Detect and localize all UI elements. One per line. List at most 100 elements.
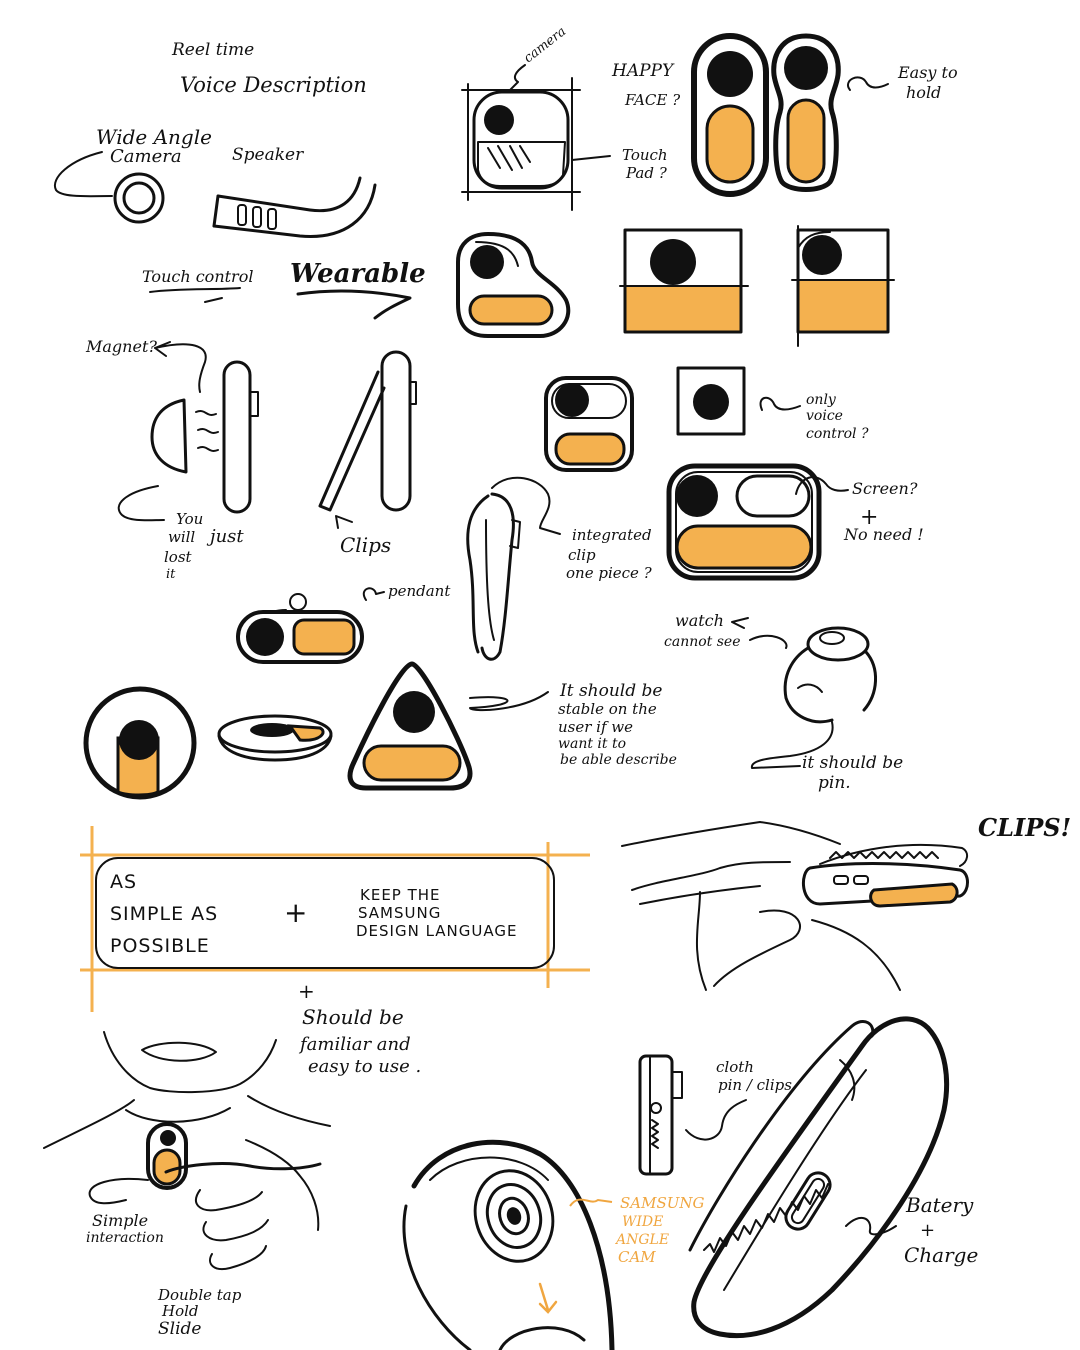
touch-underline-2 [204, 297, 223, 303]
puck-camera [250, 723, 294, 737]
screen-device-touchpad [675, 524, 813, 570]
closeup-lens-glass [498, 1196, 530, 1236]
integrated-clip-tab [509, 519, 521, 549]
pill-device-1-camera [707, 51, 753, 97]
person-collar [125, 1107, 231, 1123]
triangle-device-touchpad [362, 744, 462, 782]
cloth-pin-teeth [651, 1119, 659, 1149]
hand-index-finger [164, 1162, 322, 1174]
integrated-clip-seam [485, 519, 495, 641]
familiar-line-3: easy to use . [308, 1056, 421, 1077]
note-camera: Camera [110, 146, 182, 167]
note-real-time: Reel time [171, 40, 254, 60]
note-interaction: interaction [86, 1230, 164, 1246]
familiar-notes: + Should be familiar and easy to use . [298, 979, 421, 1077]
battery-charge-port [784, 1171, 832, 1231]
familiar-line-1: Should be [302, 1005, 404, 1029]
pendant-loop [289, 593, 307, 611]
battery-clip-sketch: Batery + Charge [688, 1016, 978, 1339]
magnet-half-disc [150, 398, 188, 474]
pill-device-1-touchpad [705, 104, 755, 184]
note-touch: Touch [622, 146, 668, 164]
note-stable-2: stable on the [558, 700, 657, 718]
closeup-body-left [402, 1204, 472, 1350]
touch-underline [149, 287, 241, 293]
note-stable-3: user if we [558, 718, 633, 736]
pill-device-2-camera [784, 46, 828, 90]
note-battery-plus: + [920, 1220, 935, 1241]
note-stable-1: It should be [559, 681, 662, 701]
note-clips: Clips [340, 533, 391, 557]
watch-arrow [749, 634, 788, 649]
closeup-touchpad-top [498, 1326, 586, 1350]
box-keep-2: SAMSUNG [358, 904, 441, 922]
small-device-a-touchpad [554, 432, 626, 466]
clips-arrow [335, 515, 353, 529]
note-speaker: Speaker [232, 145, 304, 165]
note-stable-5: be able describe [560, 752, 677, 768]
closeup-slide-arrow [538, 1282, 558, 1314]
square-device-camera [484, 105, 514, 135]
square-a-touch [625, 286, 741, 332]
clip-slot-2 [853, 875, 869, 885]
camera-lens [122, 181, 156, 215]
touch-pad-arrow [571, 155, 611, 161]
hand-little-finger [209, 1245, 267, 1270]
pendant-arrow [362, 587, 385, 601]
note-pendant: pendant [388, 582, 451, 600]
note-will: will [168, 528, 195, 546]
square-device-body [472, 90, 570, 190]
you-lost-arrow [117, 485, 165, 522]
note-slide: Slide [158, 1319, 201, 1339]
person-mouth [141, 1041, 217, 1062]
square-b-camera [802, 235, 842, 275]
clip-body-2 [380, 350, 412, 512]
shape-row-2 [456, 225, 895, 347]
square-device-sketch: camera HAPPY FACE ? Touch Pad ? [461, 24, 681, 211]
magnet-field-lines [195, 410, 219, 452]
kidney-device-inner [475, 241, 519, 267]
closeup-lens-ring [485, 1183, 543, 1249]
square-a-camera [650, 239, 696, 285]
clip-side-views: Magnet? You will just lost it Clips [85, 337, 417, 582]
speaker-body-bottom [212, 183, 377, 238]
camera-pointer-arrow [53, 151, 113, 198]
ring-sketch: watch cannot see it should be pin. [664, 611, 903, 793]
integrated-clip-front [466, 494, 490, 654]
box-keep-3: DESIGN LANGUAGE [356, 922, 517, 940]
note-stable-4: want it to [558, 736, 626, 752]
box-possible: POSSIBLE [110, 935, 210, 957]
hand-ring-finger [202, 1219, 269, 1242]
integrated-clip-back [480, 492, 515, 661]
cloth-pin-tab [671, 1071, 683, 1099]
battery-clip-arm [688, 1020, 875, 1252]
small-device-row: only voice control ? [544, 366, 869, 472]
box-keep-1: KEEP THE [360, 886, 441, 904]
integrated-arrow [491, 476, 561, 535]
magnet-arrow [154, 341, 207, 393]
speaker-sketch: Speaker [212, 145, 377, 238]
clip-body-1 [222, 360, 252, 514]
box-plus: + [284, 896, 308, 929]
battery-device-body [691, 1016, 950, 1339]
familiar-plus: + [298, 979, 315, 1003]
note-cannot-see: cannot see [664, 634, 740, 650]
clip-arm-2 [318, 370, 386, 512]
closeup-lens-outer [473, 1169, 555, 1263]
speaker-edge [212, 194, 220, 228]
note-wide: WIDE [622, 1214, 663, 1230]
note-happy: HAPPY [611, 61, 675, 81]
note-you: You [176, 510, 203, 528]
person-shoulder-left [43, 1099, 135, 1149]
note-hold: hold [906, 83, 941, 102]
triangle-device-camera [393, 691, 435, 733]
note-it: it [166, 567, 176, 582]
note-angle: ANGLE [614, 1232, 669, 1248]
small-device-a-top [551, 383, 627, 419]
note-battery: Batery [905, 1193, 974, 1217]
puck-top [217, 714, 333, 754]
box-outline [95, 857, 555, 969]
note-voice: voice [806, 408, 843, 424]
small-device-a-camera [555, 383, 589, 417]
